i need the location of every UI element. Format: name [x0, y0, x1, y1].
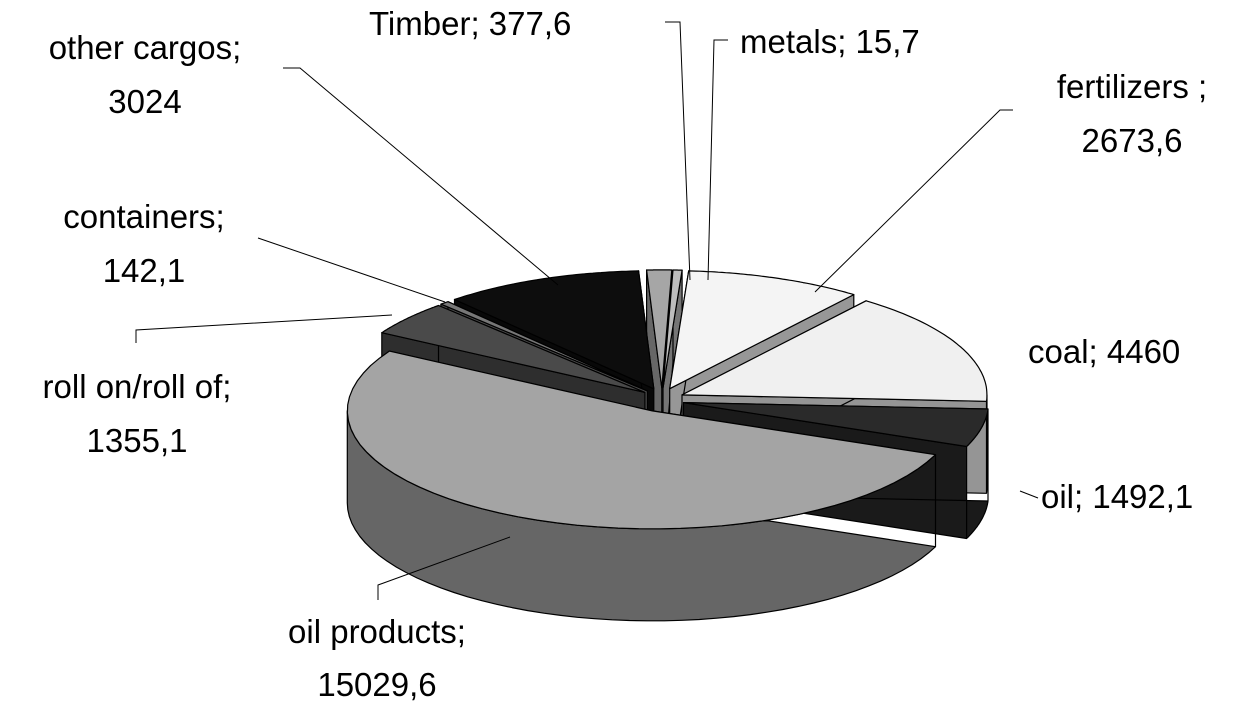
label-roll-on-value: 1355,1	[87, 422, 188, 459]
pie-tops	[346, 269, 989, 530]
leader-line-containers	[257, 237, 446, 303]
label-other-cargos-value: 3024	[108, 83, 181, 120]
slice-top-roll-on-roll-of	[381, 304, 646, 393]
label-oil: oil; 1492,1	[1041, 478, 1193, 515]
leader-line-metals	[707, 39, 728, 281]
slice-top-fertilizers	[669, 270, 855, 390]
leader-line-fertilizers	[814, 109, 1013, 293]
leader-line-timber	[665, 21, 691, 281]
slice-top-containers	[440, 301, 648, 392]
label-containers-name: containers;	[63, 198, 224, 235]
slice-top-coal	[681, 300, 988, 402]
label-coal: coal; 4460	[1028, 333, 1180, 370]
slice-top-oil	[682, 402, 989, 448]
label-timber: Timber; 377,6	[369, 5, 571, 42]
slice-top-other-cargos	[453, 270, 655, 390]
label-roll-on-name: roll on/roll of;	[43, 368, 232, 405]
leader-line-oil-products	[377, 536, 511, 600]
slice-top-timber	[646, 269, 673, 389]
label-metals: metals; 15,7	[740, 23, 920, 60]
label-other-cargos-name: other cargos;	[49, 29, 242, 66]
leader-line-oil	[1019, 490, 1039, 499]
label-oil-products-name: oil products;	[288, 613, 466, 650]
leader-line-other-cargos	[283, 67, 559, 286]
data-labels: Timber; 377,6 metals; 15,7 fertilizers ;…	[43, 5, 1208, 703]
label-fertilizers-value: 2673,6	[1082, 122, 1183, 159]
label-oil-products-value: 15029,6	[317, 666, 436, 703]
slice-top-oil-products	[346, 350, 937, 530]
leader-line-roll-on	[135, 314, 393, 343]
leader-lines	[135, 21, 1039, 600]
slice-top-metals	[662, 269, 683, 389]
label-containers-value: 142,1	[103, 252, 186, 289]
label-fertilizers-name: fertilizers ;	[1057, 68, 1207, 105]
